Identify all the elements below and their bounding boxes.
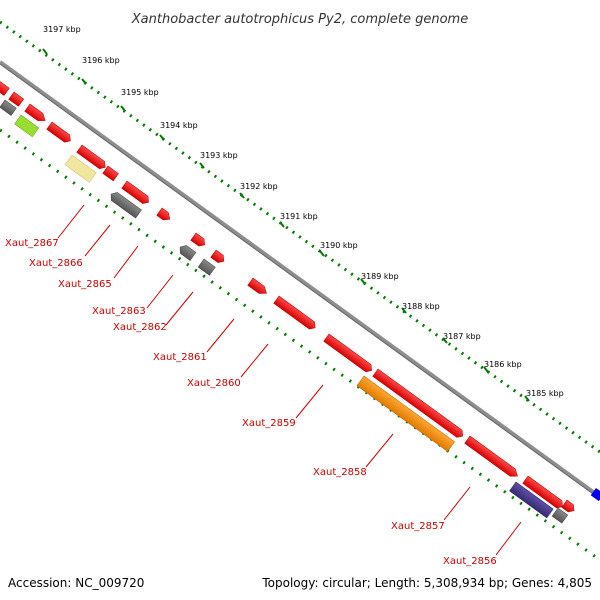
- gene-feature[interactable]: [8, 91, 25, 107]
- gene-feature[interactable]: [14, 114, 40, 138]
- kbp-label: 3191 kbp: [280, 212, 318, 221]
- kbp-label: 3188 kbp: [402, 302, 440, 311]
- leader-line: [146, 274, 174, 309]
- kbp-label: 3196 kbp: [82, 56, 120, 65]
- gene-feature[interactable]: [551, 507, 569, 524]
- kbp-tick: [239, 192, 245, 199]
- gene-feature[interactable]: [590, 488, 600, 502]
- kbp-labels: 3197 kbp 3196 kbp 3195 kbp 3194 kbp 3193…: [43, 25, 564, 398]
- gene-feature[interactable]: [197, 258, 216, 276]
- gene-feature[interactable]: [64, 154, 97, 183]
- gene-label-xaut-2865[interactable]: Xaut_2865: [58, 279, 112, 290]
- gene-feature[interactable]: [247, 277, 269, 297]
- kbp-tick: [279, 221, 285, 228]
- gene-feature[interactable]: [509, 481, 554, 519]
- gene-label-xaut-2867[interactable]: Xaut_2867: [5, 238, 59, 249]
- leader-line: [206, 318, 235, 353]
- kbp-tick: [120, 105, 126, 112]
- kbp-label: 3194 kbp: [160, 121, 198, 130]
- gene-feature[interactable]: [561, 499, 577, 514]
- gene-feature[interactable]: [522, 475, 566, 510]
- kbp-tick: [483, 366, 489, 373]
- gene-label-xaut-2856[interactable]: Xaut_2856: [443, 556, 497, 567]
- gene-feature[interactable]: [323, 333, 375, 374]
- kbp-label: 3192 kbp: [240, 182, 278, 191]
- gene-feature[interactable]: [108, 190, 142, 219]
- kbp-label: 3185 kbp: [526, 389, 564, 398]
- genome-summary-text: Topology: circular; Length: 5,308,934 bp…: [261, 576, 592, 590]
- gene-label-xaut-2859[interactable]: Xaut_2859: [242, 418, 296, 429]
- gene-label-xaut-2860[interactable]: Xaut_2860: [187, 378, 241, 389]
- genome-backbone: [0, 60, 600, 499]
- kbp-label: 3195 kbp: [121, 88, 159, 97]
- kbp-tick: [42, 48, 48, 55]
- leader-line: [365, 433, 394, 468]
- accession-text: Accession: NC_009720: [8, 576, 144, 590]
- gene-feature[interactable]: [190, 232, 208, 249]
- kbp-label: 3190 kbp: [320, 241, 358, 250]
- leader-line: [443, 486, 471, 521]
- leader-line: [113, 245, 139, 279]
- gene-labels: Xaut_2867 Xaut_2866 Xaut_2865 Xaut_2863 …: [5, 238, 497, 567]
- kbp-label: 3197 kbp: [43, 25, 81, 34]
- leader-line: [295, 384, 324, 419]
- gene-feature[interactable]: [46, 121, 73, 145]
- gene-features: [0, 79, 600, 524]
- kbp-label: 3193 kbp: [200, 151, 238, 160]
- gene-feature[interactable]: [464, 435, 520, 480]
- gene-label-leaders: [57, 204, 522, 556]
- kbp-tick: [159, 134, 165, 141]
- gene-feature[interactable]: [177, 243, 197, 261]
- gene-feature[interactable]: [210, 249, 227, 265]
- gene-feature[interactable]: [102, 165, 119, 182]
- gene-feature[interactable]: [76, 144, 108, 171]
- kbp-label: 3186 kbp: [484, 360, 522, 369]
- inner-tick-track: [0, 128, 600, 562]
- gene-feature[interactable]: [156, 207, 173, 223]
- gene-feature[interactable]: [356, 375, 455, 452]
- gene-label-xaut-2863[interactable]: Xaut_2863: [92, 306, 146, 317]
- leader-line: [495, 521, 522, 556]
- gene-feature[interactable]: [121, 180, 152, 206]
- kbp-tick: [360, 278, 366, 285]
- kbp-tick: [199, 162, 205, 169]
- gene-label-xaut-2862[interactable]: Xaut_2862: [113, 322, 167, 333]
- gene-feature[interactable]: [372, 368, 466, 440]
- kbp-label: 3187 kbp: [443, 332, 481, 341]
- gene-label-xaut-2858[interactable]: Xaut_2858: [313, 467, 367, 478]
- leader-line: [84, 224, 111, 257]
- kbp-tick: [401, 307, 407, 314]
- leader-line: [57, 204, 85, 239]
- kbp-tick: [524, 395, 530, 402]
- kbp-ticks: [42, 48, 530, 402]
- kbp-tick: [319, 250, 325, 257]
- kbp-tick: [442, 337, 448, 344]
- gene-feature[interactable]: [0, 99, 17, 116]
- gene-feature[interactable]: [273, 295, 318, 331]
- outer-kbp-track: [0, 20, 600, 454]
- gene-label-xaut-2866[interactable]: Xaut_2866: [29, 258, 83, 269]
- leader-line: [240, 343, 269, 378]
- kbp-label: 3189 kbp: [361, 272, 399, 281]
- gene-feature[interactable]: [0, 79, 10, 96]
- map-title: Xanthobacter autotrophicus Py2, complete…: [131, 12, 468, 27]
- gene-label-xaut-2861[interactable]: Xaut_2861: [153, 352, 207, 363]
- kbp-tick: [81, 78, 87, 85]
- genome-backbone-shade: [0, 63, 600, 500]
- gene-feature[interactable]: [24, 103, 48, 124]
- gene-label-xaut-2857[interactable]: Xaut_2857: [391, 521, 445, 532]
- leader-line: [165, 291, 194, 326]
